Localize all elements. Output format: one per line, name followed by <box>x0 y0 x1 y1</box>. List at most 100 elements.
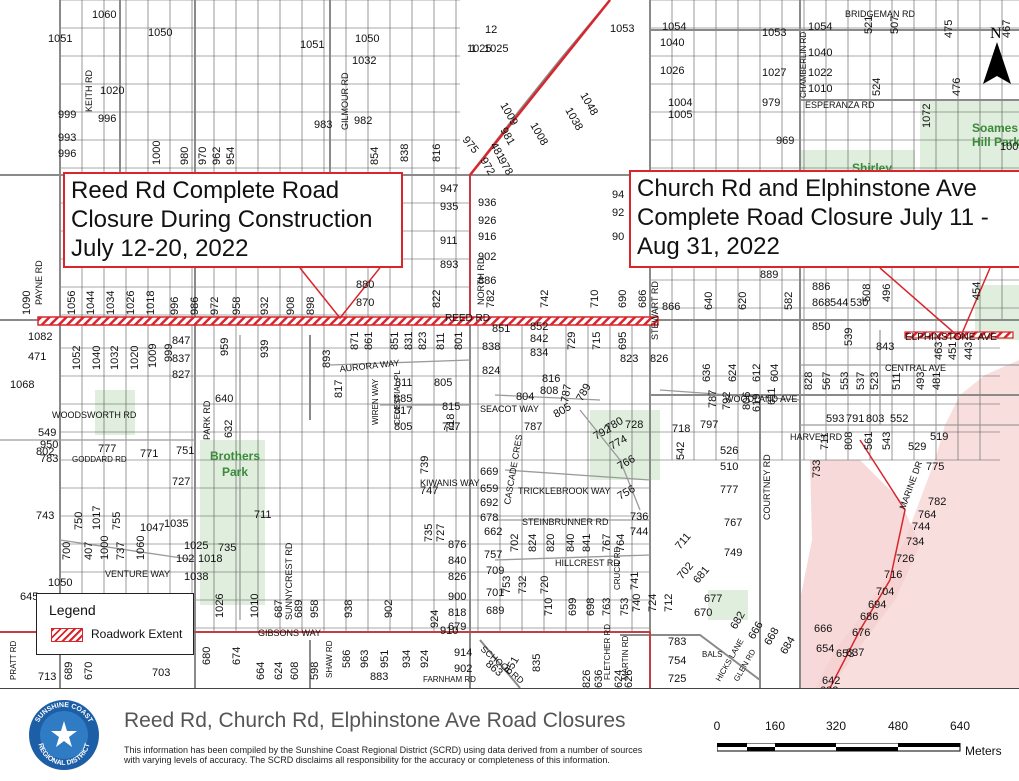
address-number: 1072 <box>921 104 933 128</box>
address-number: 720 <box>539 576 551 594</box>
address-number: 823 <box>620 353 638 365</box>
church-rd-closure-callout: Church Rd and Elphinstone Ave Complete R… <box>629 170 1019 268</box>
scale-tick-label: 480 <box>887 719 909 733</box>
address-number: 826 <box>581 670 593 688</box>
address-number: 632 <box>820 685 838 688</box>
address-number: 710 <box>543 598 555 616</box>
address-number: 902 <box>478 251 496 263</box>
address-number: 1052 <box>71 346 83 370</box>
address-number: 764 <box>615 534 627 552</box>
address-number: 954 <box>225 147 237 165</box>
address-number: 898 <box>305 297 317 315</box>
address-number: 508 <box>861 284 873 302</box>
address-number: 718 <box>445 414 457 432</box>
address-number: 620 <box>737 292 749 310</box>
address-number: 593 <box>826 413 844 425</box>
address-number: 902 <box>383 600 395 618</box>
address-number: 692 <box>480 497 498 509</box>
address-number: 871 <box>349 332 361 350</box>
address-number: 820 <box>545 534 557 552</box>
address-number: 735 <box>423 524 435 542</box>
address-number: 636 <box>593 670 605 688</box>
church-rd-closure-line <box>469 0 611 176</box>
address-number: 993 <box>58 132 76 144</box>
street-label-farnham: FARNHAM RD <box>423 675 476 684</box>
address-number: 876 <box>448 539 466 551</box>
address-number: 1082 <box>28 331 52 343</box>
address-number: 962 <box>211 147 223 165</box>
address-number: 914 <box>454 647 472 659</box>
address-number: 1050 <box>355 33 379 45</box>
address-number: 840 <box>565 534 577 552</box>
address-number: 467 <box>1001 20 1013 38</box>
address-number: 775 <box>926 461 944 473</box>
address-number: 996 <box>58 148 76 160</box>
address-number: 632 <box>223 420 235 438</box>
street-label-hillcrest: HILLCREST RD <box>555 558 620 568</box>
scale-unit: Meters <box>965 744 1002 758</box>
address-number: 817 <box>333 380 345 398</box>
address-number: 690 <box>617 290 629 308</box>
address-number: 604 <box>769 364 781 382</box>
address-number: 755 <box>111 512 123 530</box>
address-number: 932 <box>259 297 271 315</box>
address-number: 1022 <box>808 67 832 79</box>
address-number: 1032 <box>109 346 121 370</box>
address-number: 1009 <box>147 344 159 368</box>
address-number: 1004 <box>668 97 692 109</box>
address-number: 1026 <box>125 291 137 315</box>
address-number: 959 <box>219 338 231 356</box>
address-number: 911 <box>440 235 458 247</box>
address-number: 689 <box>486 605 504 617</box>
address-number: 552 <box>890 413 908 425</box>
address-number: 996 <box>169 297 181 315</box>
address-number: 507 <box>889 16 901 34</box>
address-number: 999 <box>163 344 175 362</box>
address-number: 1054 <box>808 21 832 33</box>
address-number: 777 <box>720 484 738 496</box>
address-number: 791 <box>846 413 864 425</box>
address-number: 612 <box>751 364 763 382</box>
address-number: 1040 <box>808 47 832 59</box>
address-number: 808 <box>540 385 558 397</box>
address-number: 986 <box>189 297 201 315</box>
address-number: 1056 <box>66 291 78 315</box>
address-number: 642 <box>822 675 840 687</box>
address-number: 815 <box>442 401 460 413</box>
legend-roadwork-swatch <box>51 628 83 642</box>
address-number: 1026 <box>660 65 684 77</box>
address-number: 801 <box>453 332 465 350</box>
address-number: 713 <box>38 671 56 683</box>
park-label-soames-2: Hill Park <box>972 135 1019 149</box>
address-number: 92 <box>612 207 624 219</box>
address-number: 1034 <box>105 291 117 315</box>
address-number: 818 <box>448 607 466 619</box>
address-number: 729 <box>566 332 578 350</box>
address-number: 916 <box>478 231 496 243</box>
park-small-green <box>590 410 660 480</box>
address-number: 834 <box>530 347 548 359</box>
address-number: 854 <box>369 147 381 165</box>
address-number: 1060 <box>92 9 116 21</box>
address-number: 496 <box>881 284 893 302</box>
address-number: 1044 <box>85 291 97 315</box>
address-number: 803 <box>866 413 884 425</box>
address-number: 753 <box>619 598 631 616</box>
address-number: 885 <box>394 393 412 405</box>
north-arrow-icon <box>983 42 1011 84</box>
address-number: 828 <box>803 372 815 390</box>
address-number: 797 <box>442 421 460 433</box>
address-number: 1050 <box>148 27 172 39</box>
address-number: 811 <box>395 377 413 389</box>
street-label-fletcher: FLETCHER RD <box>603 624 612 680</box>
street-label-payne: PAYNE RD <box>34 260 44 305</box>
address-number: 1025 <box>484 43 508 55</box>
street-label-reed: REED RD <box>445 313 490 324</box>
address-number: 710 <box>589 290 601 308</box>
address-number: 703 <box>152 667 170 679</box>
address-number: 712 <box>663 594 675 612</box>
address-number: 674 <box>231 647 243 665</box>
address-number: 777 <box>98 443 116 455</box>
address-number: 958 <box>231 297 243 315</box>
address-number: 744 <box>630 526 648 538</box>
